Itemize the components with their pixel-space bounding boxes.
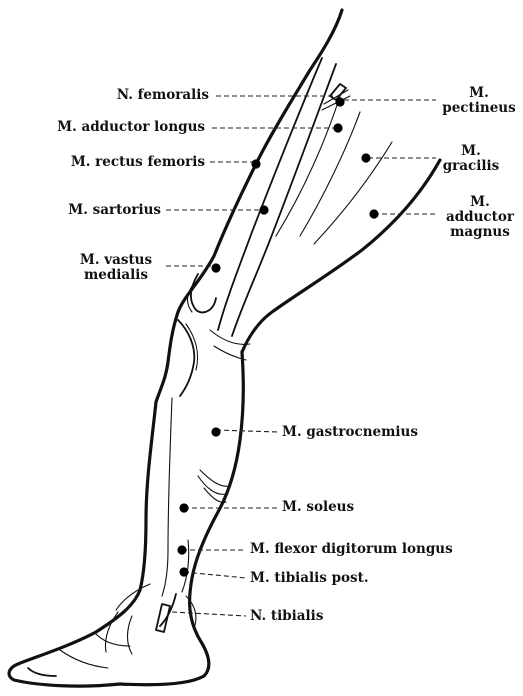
dot-m-sartorius: [259, 205, 268, 214]
label-m-flexor-digitorum-longus: M. flexor digitorum longus: [250, 542, 453, 557]
label-m-rectus-femoris: M. rectus femoris: [71, 155, 205, 170]
label-m-gracilis: M. gracilis: [436, 144, 506, 174]
dot-m-adductor-magnus: [369, 209, 378, 218]
dot-m-vastus-medialis: [211, 263, 220, 272]
label-m-sartorius: M. sartorius: [68, 203, 161, 218]
label-n-tibialis: N. tibialis: [250, 609, 323, 624]
muscle-contours: [96, 58, 392, 654]
leg-outline: [9, 10, 440, 686]
label-m-adductor-magnus: M. adductor magnus: [438, 195, 522, 240]
label-m-tibialis-post: M. tibialis post.: [250, 571, 369, 586]
label-m-soleus: M. soleus: [282, 500, 354, 515]
dot-m-soleus: [179, 503, 188, 512]
label-m-pectineus: M. pectineus: [436, 86, 522, 116]
dot-m-gastrocnemius: [211, 427, 220, 436]
dot-n-femoralis: [335, 97, 344, 106]
label-m-vastus-medialis: M. vastus medialis: [68, 253, 164, 283]
label-n-femoralis: N. femoralis: [117, 88, 209, 103]
dot-m-rectus-femoris: [251, 159, 260, 168]
dot-m-adductor-longus: [333, 123, 342, 132]
dot-m-gracilis: [361, 153, 370, 162]
dot-m-flexor-digitorum-longus: [177, 545, 186, 554]
label-m-gastrocnemius: M. gastrocnemius: [282, 425, 418, 440]
label-m-adductor-longus: M. adductor longus: [57, 120, 205, 135]
dot-m-tibialis-post: [179, 567, 188, 576]
